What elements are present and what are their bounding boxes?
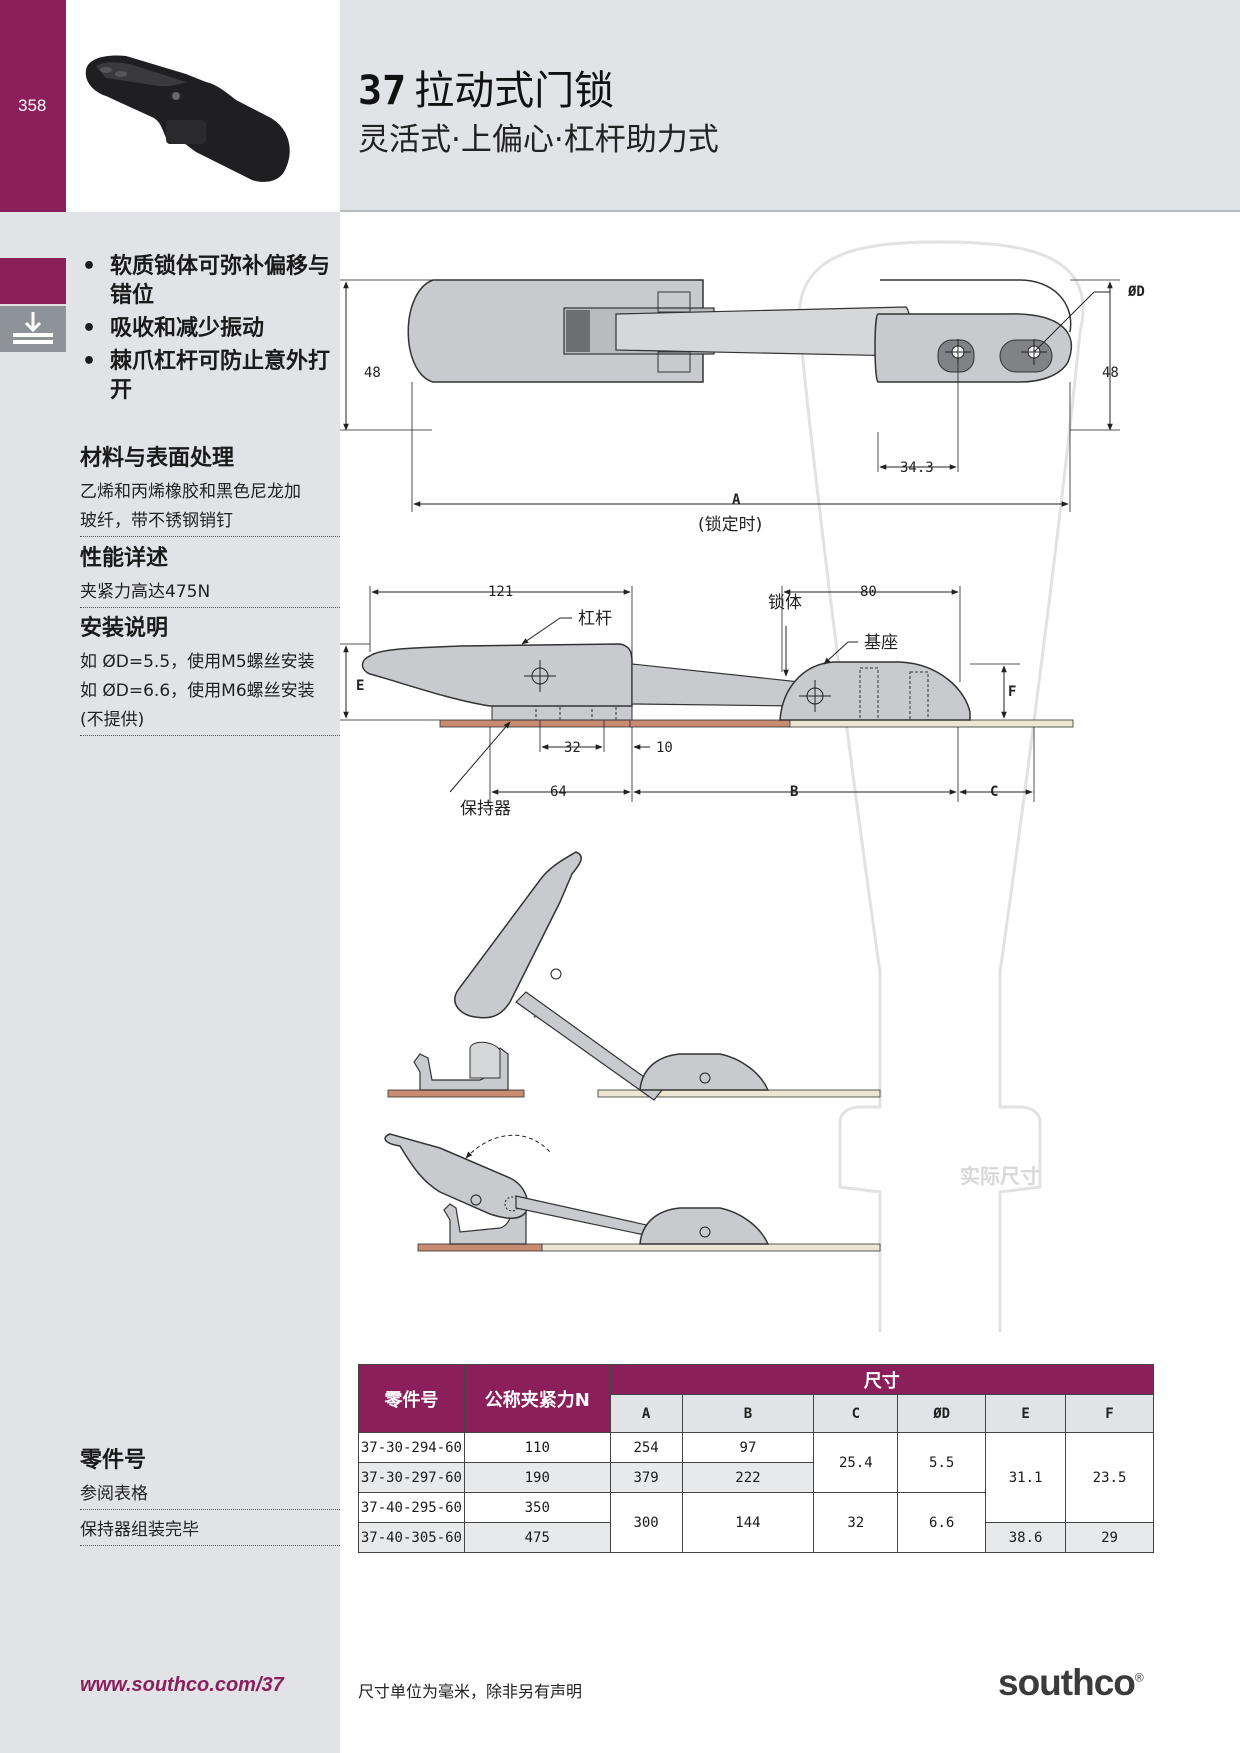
cell-c: 25.4 <box>813 1432 899 1493</box>
page-subtitle: 灵活式·上偏心·杠杆助力式 <box>358 122 719 158</box>
dim-32: 32 <box>564 740 581 756</box>
page-number: 358 <box>18 96 47 115</box>
header-accent-band <box>0 0 66 212</box>
cell-b: 144 <box>681 1492 815 1553</box>
feature-item: 吸收和减少振动 <box>80 314 340 343</box>
performance-section: 性能详述 夹紧力高达475N <box>80 540 340 608</box>
brand-logo: southco® <box>998 1662 1144 1704</box>
material-text: 玻纤，带不锈钢销钉 <box>80 507 340 537</box>
performance-text: 夹紧力高达475N <box>80 578 340 608</box>
label-body: 锁体 <box>768 593 802 613</box>
actual-size-label: 实际尺寸 <box>960 1164 1040 1188</box>
cell-c: 32 <box>813 1492 899 1553</box>
table-row: 37-30-294-60 110 254 97 25.4 5.5 31.1 23… <box>358 1432 1154 1523</box>
dim-length: A <box>732 492 741 508</box>
cell-d: 5.5 <box>897 1432 987 1493</box>
cell-b: 222 <box>681 1462 815 1493</box>
open-position-view <box>387 851 881 1101</box>
installation-section: 安装说明 如 ØD=5.5，使用M5螺丝安装 如 ØD=6.6，使用M6螺丝安装… <box>80 610 340 736</box>
installation-text: (不提供) <box>80 706 340 736</box>
table-row: 37-30-297-60 190 379 222 <box>358 1462 1154 1493</box>
feature-item: 软质锁体可弥补偏移与错位 <box>80 252 340 310</box>
dim-diameter: ØD <box>1127 284 1145 300</box>
cell-part: 37-30-294-60 <box>358 1432 465 1463</box>
dim-lever-length: 121 <box>488 584 513 600</box>
header-dimensions: 尺寸 <box>609 1364 1155 1395</box>
cell-force: 110 <box>463 1432 611 1463</box>
cell-force: 475 <box>463 1522 611 1553</box>
units-note: 尺寸单位为毫米，除非另有声明 <box>358 1682 583 1701</box>
part-number-title: 零件号 <box>80 1448 147 1473</box>
cell-part: 37-40-295-60 <box>358 1492 465 1523</box>
part-number-item: 保持器组装完毕 <box>80 1516 340 1546</box>
side-view: 121 80 杠杆 锁体 基座 E F 32 10 64 B <box>340 584 1074 819</box>
performance-title: 性能详述 <box>80 546 169 571</box>
dim-10: 10 <box>656 740 673 756</box>
dim-c: C <box>990 784 998 800</box>
cell-e: 31.1 <box>985 1432 1067 1523</box>
label-base: 基座 <box>864 633 898 653</box>
series-number: 37 <box>358 68 407 114</box>
material-title: 材料与表面处理 <box>80 446 235 471</box>
cell-force: 350 <box>463 1492 611 1523</box>
dim-height-right: 48 <box>1102 365 1119 381</box>
cell-b: 97 <box>681 1432 815 1463</box>
cell-a: 300 <box>609 1492 683 1553</box>
cell-f: 29 <box>1065 1522 1154 1553</box>
cell-d: 6.6 <box>897 1492 987 1553</box>
header-d: ØD <box>897 1394 987 1433</box>
label-retainer: 保持器 <box>460 799 511 819</box>
table-row: 37-40-295-60 350 300 144 32 6.6 <box>358 1492 1154 1553</box>
installation-text: 如 ØD=5.5，使用M5螺丝安装 <box>80 652 315 672</box>
dim-b: B <box>790 784 798 800</box>
dim-e: E <box>356 678 364 694</box>
cell-e: 38.6 <box>985 1522 1067 1553</box>
feature-list: 软质锁体可弥补偏移与错位 吸收和减少振动 棘爪杠杆可防止意外打开 <box>80 252 340 409</box>
material-section: 材料与表面处理 乙烯和丙烯橡胶和黑色尼龙加 玻纤，带不锈钢销钉 <box>80 440 340 537</box>
dim-base-length: 80 <box>860 584 877 600</box>
cell-part: 37-30-297-60 <box>358 1462 465 1493</box>
feature-item: 棘爪杠杆可防止意外打开 <box>80 347 340 405</box>
header-bar <box>340 0 1240 212</box>
brand-name: southco <box>998 1662 1136 1703</box>
header-a: A <box>609 1394 683 1433</box>
dim-64: 64 <box>550 784 567 800</box>
header-c: C <box>813 1394 899 1433</box>
label-lever: 杠杆 <box>578 609 612 629</box>
part-number-section: 零件号 参阅表格 保持器组装完毕 <box>80 1442 340 1546</box>
product-photo <box>66 0 340 212</box>
cell-a: 379 <box>609 1462 683 1493</box>
spec-table: 零件号 公称夹紧力N 尺寸 A B C ØD E F 37-30-294-60 … <box>358 1364 1155 1553</box>
technical-drawing: 48 48 ØD 34.3 A (锁定时) <box>340 212 1240 1472</box>
cell-f: 23.5 <box>1065 1432 1154 1523</box>
dim-f: F <box>1008 684 1016 700</box>
header-f: F <box>1065 1394 1154 1433</box>
cell-force: 190 <box>463 1462 611 1493</box>
registered-mark: ® <box>1134 1670 1144 1685</box>
locking-position-view <box>384 1133 881 1252</box>
installation-title: 安装说明 <box>80 616 169 641</box>
installation-text: 如 ØD=6.6，使用M6螺丝安装 <box>80 681 315 701</box>
dim-hole-offset: 34.3 <box>900 460 934 476</box>
website-link[interactable]: www.southco.com/37 <box>80 1674 284 1696</box>
dim-height-left: 48 <box>364 365 381 381</box>
header-b: B <box>681 1394 815 1433</box>
header-clamp-force: 公称夹紧力N <box>463 1364 611 1433</box>
sidebar <box>0 212 340 1753</box>
sidebar-tab-icon <box>0 306 66 352</box>
header-part-number: 零件号 <box>358 1364 465 1433</box>
material-text: 乙烯和丙烯橡胶和黑色尼龙加 <box>80 482 301 502</box>
install-icon <box>13 312 53 344</box>
header-e: E <box>985 1394 1067 1433</box>
part-number-item: 参阅表格 <box>80 1480 340 1510</box>
sidebar-accent-tab <box>0 258 66 304</box>
table-row: 37-40-305-60 475 38.6 29 <box>358 1522 1154 1553</box>
dim-length-note: (锁定时) <box>698 515 762 535</box>
product-name: 拉动式门锁 <box>414 68 615 114</box>
cell-a: 254 <box>609 1432 683 1463</box>
cell-part: 37-40-305-60 <box>358 1522 465 1553</box>
actual-size-outline <box>797 240 1085 1472</box>
top-view: 48 48 ØD 34.3 A (锁定时) <box>340 279 1145 535</box>
